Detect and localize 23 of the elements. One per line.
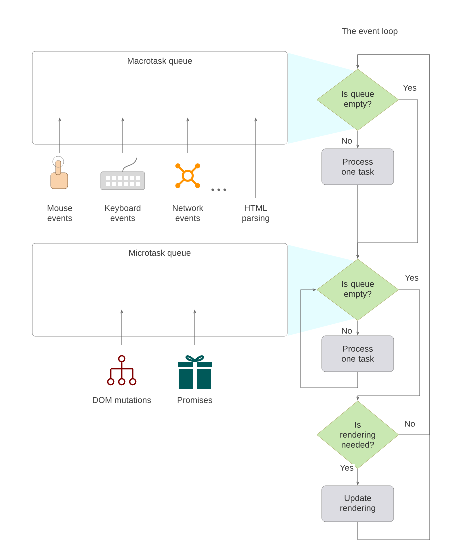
title: The event loop bbox=[342, 28, 398, 36]
queue-box: Microtask queue bbox=[32, 243, 288, 337]
edge-label: Yes bbox=[404, 274, 420, 282]
edge-label: No bbox=[340, 137, 354, 145]
event-source: Mouse events bbox=[48, 156, 72, 222]
event-source: Promises bbox=[178, 356, 212, 404]
node-label: Network events bbox=[173, 205, 204, 222]
event-source: DOM mutations bbox=[93, 355, 152, 404]
arrow bbox=[300, 288, 358, 388]
node-label: Mouse events bbox=[48, 205, 72, 222]
queue-box: Macrotask queue bbox=[32, 51, 288, 145]
process-box: Update rendering bbox=[322, 486, 394, 522]
edge-label: No bbox=[340, 327, 354, 335]
event-source: HTML parsing bbox=[242, 205, 270, 223]
edge-label: No bbox=[404, 420, 416, 428]
edge-label: Yes bbox=[339, 464, 355, 472]
process-box: Process one task bbox=[322, 336, 394, 372]
edge-label: Yes bbox=[402, 84, 418, 92]
process-box: Process one task bbox=[322, 148, 394, 186]
node-label: Promises bbox=[178, 397, 212, 404]
node-label: Keyboard events bbox=[105, 205, 141, 222]
event-source: Keyboard events bbox=[100, 158, 146, 222]
event-source: Network events bbox=[173, 164, 204, 222]
